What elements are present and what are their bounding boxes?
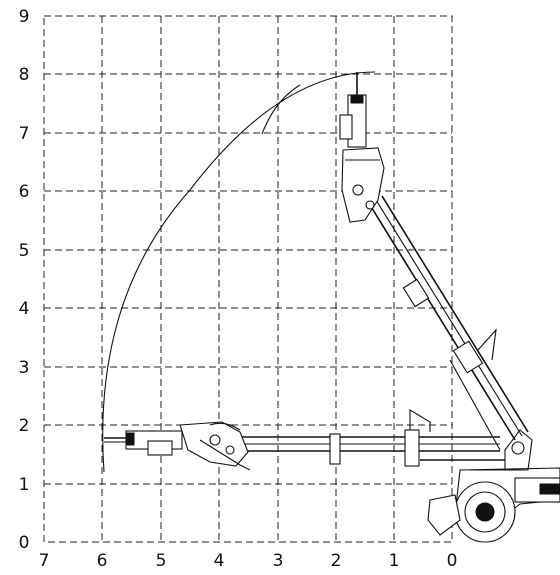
boom-clamp: [329, 433, 341, 465]
raised-head: [341, 147, 385, 223]
reach-inner-arc: [261, 84, 301, 135]
boom-clamp: [452, 340, 484, 374]
x-tick-label: 0: [447, 551, 458, 570]
y-tick-label: 7: [19, 124, 30, 144]
boom-raised: [339, 72, 529, 451]
reach-envelope: [102, 71, 376, 473]
horizontal-head: [179, 421, 251, 471]
x-tick-label: 7: [39, 551, 50, 570]
y-tick-label: 0: [19, 533, 30, 553]
y-tick-label: 4: [19, 299, 30, 319]
x-tick-label: 1: [389, 551, 400, 570]
x-tick-label: 6: [97, 551, 108, 570]
x-tick-labels: 7 6 5 4 3 2 1 0: [39, 551, 458, 571]
boom-clamp: [402, 278, 430, 308]
y-tick-label: 2: [19, 416, 30, 436]
y-tick-labels: 9 8 7 6 5 4 3 2 1 0: [19, 7, 30, 553]
boom-horizontal: [104, 409, 505, 471]
x-tick-label: 5: [156, 551, 167, 570]
carrier-vehicle: [427, 429, 560, 543]
grid-frame: [43, 15, 453, 543]
y-tick-label: 3: [19, 358, 30, 378]
y-tick-label: 5: [19, 241, 30, 261]
y-tick-label: 1: [19, 475, 30, 495]
x-tick-label: 3: [273, 551, 284, 570]
reach-envelope-arc: [102, 71, 376, 473]
y-tick-label: 8: [19, 65, 30, 85]
x-tick-label: 2: [331, 551, 342, 570]
x-tick-label: 4: [214, 551, 225, 570]
horizontal-breaker: [104, 430, 183, 456]
raised-breaker: [339, 72, 367, 148]
y-tick-label: 9: [19, 7, 30, 27]
grid: [43, 15, 453, 543]
wheel-hub: [475, 502, 495, 522]
grid-horizontal-lines: [44, 73, 452, 485]
front-blade: [427, 494, 461, 536]
boom-clamp: [404, 429, 420, 467]
y-tick-label: 6: [19, 182, 30, 202]
